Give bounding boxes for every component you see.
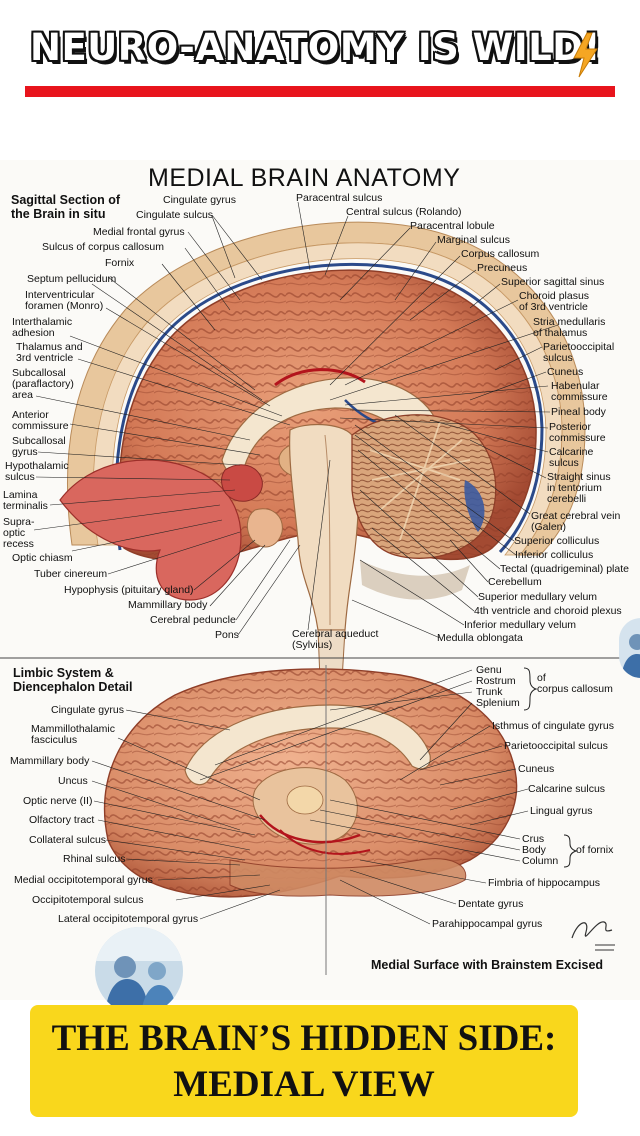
label-of-fornix: of fornix	[576, 844, 614, 856]
label-paracentral-sulcus: Paracentral sulcus	[296, 192, 383, 204]
label-anterior-commissure: Anterior commissure	[12, 409, 69, 432]
label-sulcus-corpus-callosum: Sulcus of corpus callosum	[42, 241, 164, 253]
label-of-corpus-callosum: of corpus callosum	[537, 672, 613, 695]
label-cerebral-peduncle: Cerebral peduncle	[150, 614, 236, 626]
label-cuneus: Cuneus	[547, 366, 584, 378]
label-subcallosal-area: Subcallosal (paraflactory) area	[12, 367, 74, 401]
label-cuneus-2: Cuneus	[518, 763, 555, 775]
label-great-cerebral-vein: Great cerebral vein (Galen)	[531, 510, 621, 533]
label-collateral-sulcus: Collateral sulcus	[29, 834, 107, 846]
figure-title: MEDIAL BRAIN ANATOMY	[148, 164, 461, 192]
label-hypothalamic-sulcus: Hypothalamic sulcus	[5, 460, 69, 483]
top-section-title: Sagittal Section of the Brain in situ	[11, 193, 121, 221]
label-cingulate-gyrus-2: Cingulate gyrus	[51, 704, 124, 716]
label-hypophysis: Hypophysis (pituitary gland)	[64, 584, 194, 596]
label-medial-frontal-gyrus: Medial frontal gyrus	[93, 226, 185, 238]
label-central-sulcus: Central sulcus (Rolando)	[346, 206, 462, 218]
label-optic-chiasm: Optic chiasm	[12, 552, 73, 564]
label-calcarine-sulcus-2: Calcarine sulcus	[528, 783, 606, 795]
label-splenium: Splenium	[476, 697, 520, 709]
label-body: Body	[522, 844, 546, 856]
label-lateral-occipitotemporal-gyrus: Lateral occipitotemporal gyrus	[58, 913, 199, 925]
label-isthmus-cingulate: Isthmus of cingulate gyrus	[492, 720, 614, 732]
label-column: Column	[522, 855, 559, 867]
label-inferior-medullary-velum: Inferior medullary velum	[464, 619, 577, 631]
label-mammillary-body: Mammillary body	[128, 599, 208, 611]
header-underline	[25, 86, 615, 97]
label-trunk: Trunk	[476, 686, 503, 698]
anatomy-figure: MEDIAL BRAIN ANATOMY Sagittal Section of…	[0, 160, 640, 1000]
surgeon-photo-avatar	[95, 927, 183, 1015]
figure-caption: Medial Surface with Brainstem Excised	[371, 958, 604, 972]
label-medulla-oblongata: Medulla oblongata	[437, 632, 523, 644]
label-supraoptic-recess: Supra- optic recess	[3, 516, 35, 550]
label-thalamus-3rd-ventricle: Thalamus and 3rd ventricle	[16, 341, 83, 364]
label-fornix: Fornix	[105, 257, 135, 269]
label-crus: Crus	[522, 833, 545, 845]
label-tuber-cinereum: Tuber cinereum	[34, 568, 108, 580]
label-posterior-commissure: Posterior commissure	[549, 421, 606, 444]
label-septum-pellucidum: Septum pellucidum	[27, 273, 117, 285]
label-fimbria-hippocampus: Fimbria of hippocampus	[488, 877, 601, 889]
label-parietooccipital-sulcus-2: Parietooccipital sulcus	[504, 740, 608, 752]
label-optic-nerve: Optic nerve (II)	[23, 795, 93, 807]
label-occipitotemporal-sulcus: Occipitotemporal sulcus	[32, 894, 144, 906]
banner-line-1: THE BRAIN’S HIDDEN SIDE:	[51, 1018, 557, 1059]
label-dentate-gyrus: Dentate gyrus	[458, 898, 524, 910]
label-corpus-callosum: Corpus callosum	[461, 248, 540, 260]
label-rostrum: Rostrum	[476, 675, 516, 687]
label-interventricular-foramen: Interventricular foramen (Monro)	[25, 289, 104, 312]
label-precuneus: Precuneus	[477, 262, 528, 274]
label-subcallosal-gyrus: Subcallosal gyrus	[12, 435, 66, 458]
label-medial-occipitotemporal-gyrus: Medial occipitotemporal gyrus	[14, 874, 153, 886]
bottom-banner: THE BRAIN’S HIDDEN SIDE: MEDIAL VIEW	[30, 1005, 578, 1117]
label-superior-colliculus: Superior colliculus	[514, 535, 600, 547]
label-stria-medullaris: Stria medullaris of thalamus	[533, 316, 606, 339]
label-paracentral-lobule: Paracentral lobule	[410, 220, 495, 232]
label-4th-ventricle: 4th ventricle and choroid plexus	[474, 605, 622, 617]
label-cingulate-gyrus: Cingulate gyrus	[163, 194, 236, 206]
label-tectal-plate: Tectal (quadrigeminal) plate	[500, 563, 629, 575]
label-superior-sagittal-sinus: Superior sagittal sinus	[501, 276, 605, 288]
header: NEURO-ANATOMY IS WILD!	[0, 0, 640, 108]
label-mammillary-body-2: Mammillary body	[10, 755, 90, 767]
side-photo-avatar	[619, 618, 640, 678]
banner-line-2: MEDIAL VIEW	[173, 1064, 435, 1105]
lightning-bolt-icon	[573, 32, 598, 78]
label-cingulate-sulcus: Cingulate sulcus	[136, 209, 214, 221]
label-olfactory-tract: Olfactory tract	[29, 814, 95, 826]
label-rhinal-sulcus: Rhinal sulcus	[63, 853, 126, 865]
label-straight-sinus: Straight sinus in tentorium cerebelli	[547, 471, 611, 505]
label-superior-medullary-velum: Superior medullary velum	[478, 591, 598, 603]
label-parietooccipital-sulcus: Parietooccipital sulcus	[543, 341, 615, 364]
label-habenular-commissure: Habenular commissure	[551, 380, 608, 403]
label-lamina-terminalis: Lamina terminalis	[3, 489, 48, 512]
header-title: NEURO-ANATOMY IS WILD!	[30, 26, 601, 69]
bottom-section-title: Limbic System & Diencephalon Detail	[13, 666, 133, 694]
label-cerebellum: Cerebellum	[488, 576, 542, 588]
label-cerebral-aqueduct: Cerebral aqueduct (Sylvius)	[292, 628, 379, 651]
brain-illustration	[0, 201, 640, 975]
label-pineal-body: Pineal body	[551, 406, 606, 418]
label-pons: Pons	[215, 629, 239, 641]
label-parahippocampal-gyrus: Parahippocampal gyrus	[432, 918, 543, 930]
label-choroid-plexus-3rd: Choroid plasus of 3rd ventricle	[519, 290, 590, 313]
label-lingual-gyrus: Lingual gyrus	[530, 805, 593, 817]
label-marginal-sulcus: Marginal sulcus	[437, 234, 510, 246]
label-mammillothalamic-fasciculus: Mammillothalamic fasciculus	[31, 723, 116, 746]
label-uncus: Uncus	[58, 775, 88, 787]
label-genu: Genu	[476, 664, 502, 676]
label-interthalamic-adhesion: Interthalamic adhesion	[12, 316, 73, 339]
label-calcarine-sulcus: Calcarine sulcus	[549, 446, 594, 469]
label-inferior-colliculus: Inferior colliculus	[515, 549, 594, 561]
